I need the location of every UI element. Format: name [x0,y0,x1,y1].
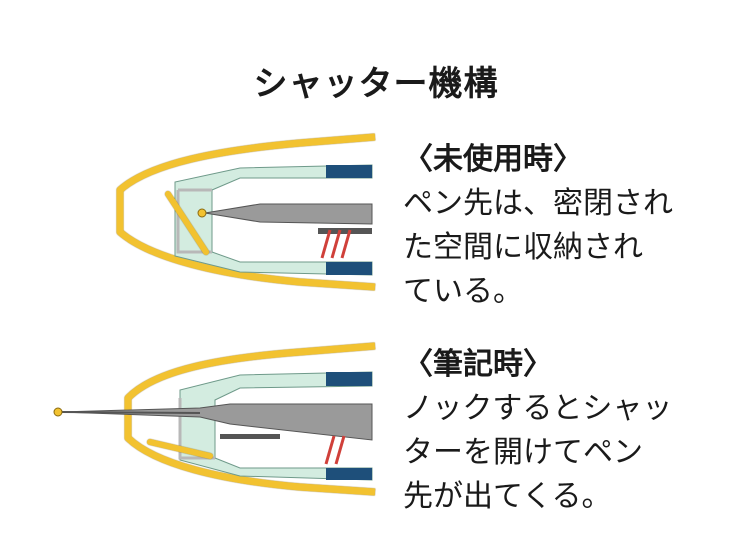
caption-line: 先が出てくる。 [403,479,612,514]
blue-band-top [326,372,372,386]
pen-unused-illustration [116,133,376,291]
blue-band-top [326,165,372,178]
ball-point [53,407,63,417]
spring [324,435,346,465]
caption-line: た空間に収納され [403,230,643,265]
refill-grip [318,228,372,234]
barrel-outer-shell [116,133,376,291]
caption-unused: 〈未使用時〉 ペン先は、密閉され た空間に収納され ている。 [403,138,673,314]
page-title: シャッター機構 [253,64,499,104]
refill-tip-extended [59,403,373,441]
pen-writing-illustration [53,342,376,496]
shutter-frame [178,398,215,460]
state-heading-unused: 〈未使用時〉 [403,142,583,177]
caption-line: ている。 [403,274,523,309]
refill-grip [220,434,280,439]
state-heading-writing: 〈筆記時〉 [403,347,553,382]
shutter-flap-open [147,439,213,459]
barrel-outer-shell [124,342,376,496]
ball-point [197,208,207,218]
caption-line: ノックするとシャッ [403,391,673,426]
caption-writing: 〈筆記時〉 ノックするとシャッ ターを開けてペン 先が出てくる。 [403,343,672,519]
spring [320,229,352,259]
shutter-flap [165,191,209,255]
refill-needle [61,411,201,414]
refill-tip [204,203,373,225]
blue-band-bottom [326,468,372,480]
caption-line: ターを開けてペン [403,435,643,470]
blue-band-bottom [326,262,372,275]
caption-line: ペン先は、密閉され [403,186,673,221]
